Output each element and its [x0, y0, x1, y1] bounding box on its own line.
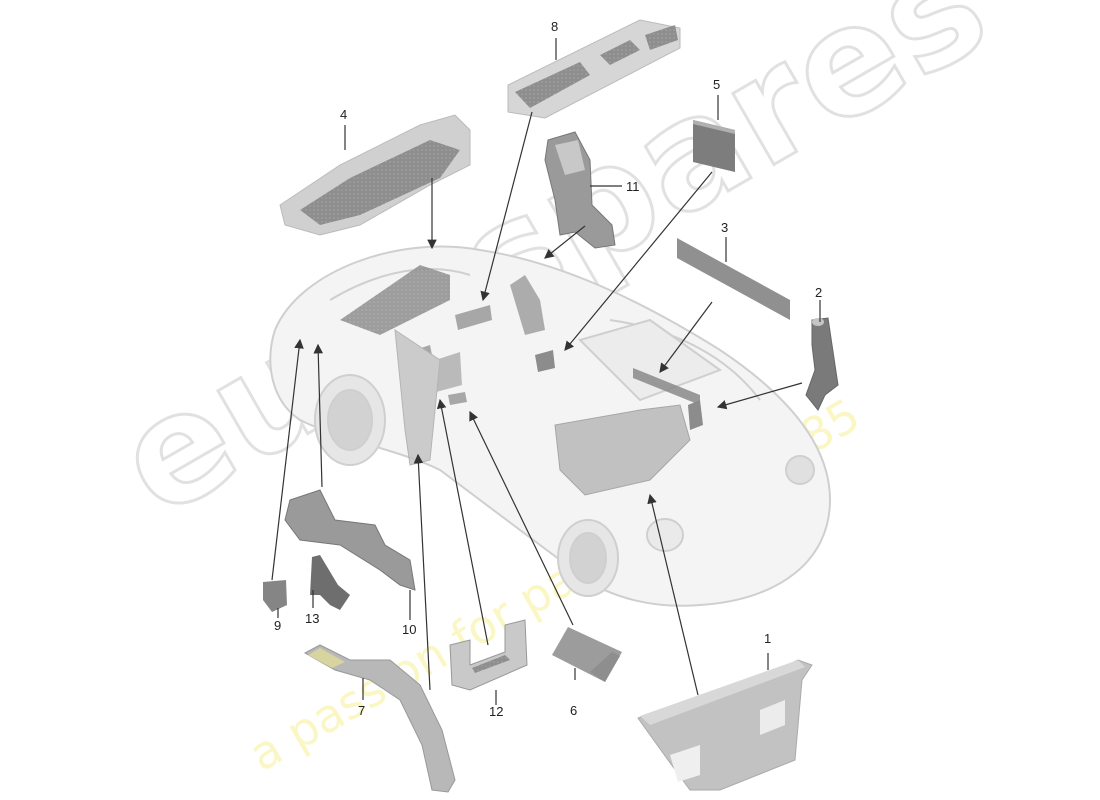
callout-1: 1: [764, 631, 772, 646]
part-3: [677, 238, 790, 320]
leader-lines: [271, 38, 821, 705]
callout-10: 10: [402, 622, 417, 637]
part-11: [544, 131, 616, 249]
callout-4: 4: [340, 107, 348, 122]
installed-parts: [340, 265, 703, 496]
callout-13: 13: [305, 611, 320, 626]
callout-9: 9: [274, 618, 282, 633]
callout-7: 7: [358, 703, 366, 718]
part-5: [693, 120, 735, 172]
callout-2: 2: [815, 285, 823, 300]
callout-12: 12: [489, 704, 504, 719]
part-10: [284, 489, 416, 591]
callout-3: 3: [721, 220, 729, 235]
part-12: [449, 619, 528, 691]
part-6: [552, 627, 622, 682]
part-1: [637, 659, 813, 791]
callout-5: 5: [713, 77, 721, 92]
part-13: [310, 555, 350, 610]
part-8: [507, 19, 681, 119]
part-7: [303, 644, 456, 793]
part-2: [805, 317, 839, 411]
callout-6: 6: [570, 703, 578, 718]
callout-8: 8: [551, 19, 559, 34]
car-body: [269, 245, 832, 607]
part-4: [279, 114, 471, 236]
part-9: [263, 580, 287, 612]
callout-11: 11: [626, 179, 640, 194]
